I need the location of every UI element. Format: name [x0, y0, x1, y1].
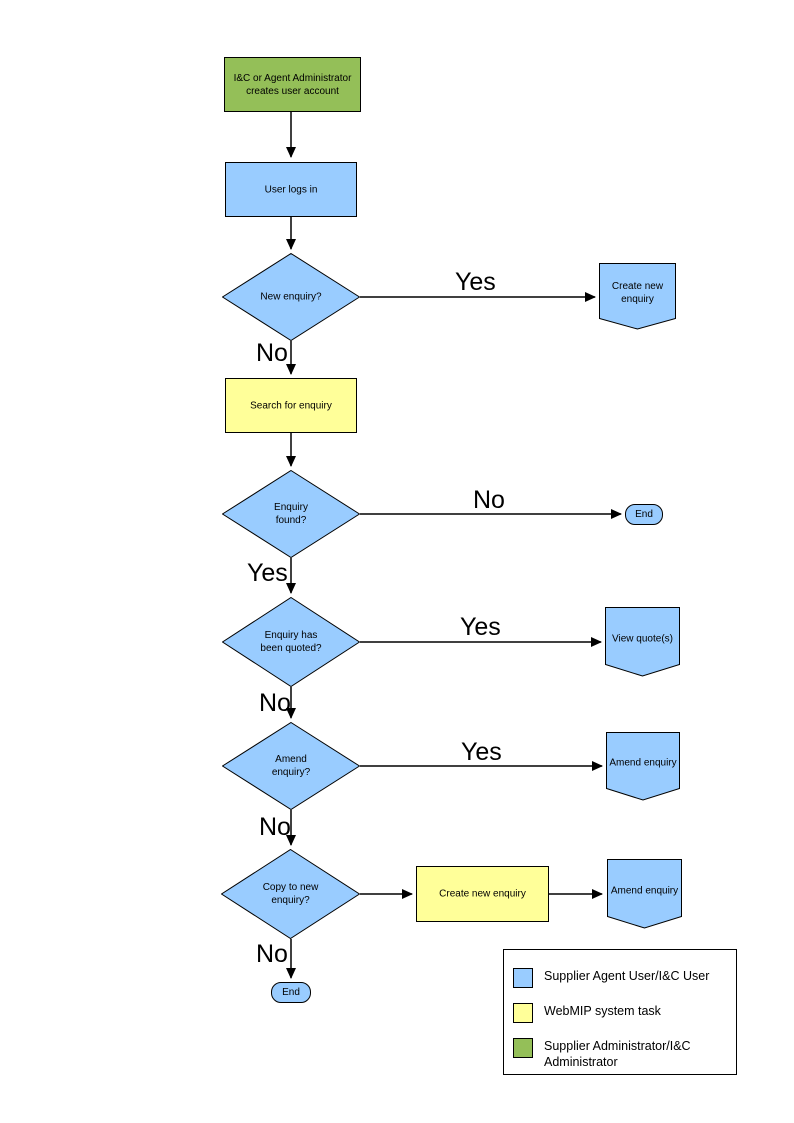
legend-swatch-blue	[513, 968, 533, 988]
diamond-shape	[222, 470, 360, 558]
node-create-new-enquiry-task: Create new enquiry	[416, 866, 549, 922]
node-label: Create new enquiry	[439, 888, 526, 900]
legend: Supplier Agent User/I&C User WebMIP syst…	[503, 949, 737, 1075]
edge-label-no-enquiry-found: No	[473, 486, 505, 514]
node-label: User logs in	[264, 184, 318, 195]
node-label: Amend enquiry	[610, 885, 679, 896]
node-end-1: End	[625, 504, 663, 525]
node-new-enquiry-decision: New enquiry?	[222, 253, 360, 341]
node-admin-creates-account: I&C or Agent Administrator creates user …	[224, 57, 361, 112]
node-label: I&C or Agent Administrator creates user …	[233, 72, 352, 97]
legend-label: Supplier Administrator/I&C Administrator	[544, 1039, 691, 1070]
node-label: Enquiry found?	[274, 502, 308, 526]
legend-swatch-green	[513, 1038, 533, 1058]
node-amend-enquiry-ref-1: Amend enquiry	[606, 732, 680, 801]
node-search-for-enquiry: Search for enquiry	[225, 378, 357, 433]
diamond-shape	[222, 253, 360, 341]
node-label: Amend enquiry?	[271, 754, 311, 778]
legend-item-user: Supplier Agent User/I&C User	[513, 968, 727, 988]
edge-label-yes-new-enquiry: Yes	[455, 268, 496, 296]
node-label: Amend enquiry	[609, 757, 677, 769]
node-amend-enquiry-ref-2: Amend enquiry	[607, 859, 682, 929]
node-label: Enquiry has been quoted?	[260, 630, 322, 654]
diamond-shape	[221, 849, 360, 939]
node-enquiry-found-decision: Enquiry found?	[222, 470, 360, 558]
offpage-shape	[606, 732, 680, 801]
edge-label-no-new-enquiry: No	[256, 339, 288, 367]
edge-label-no-copy: No	[256, 940, 288, 968]
diamond-shape	[222, 597, 360, 687]
node-label: View quote(s)	[612, 633, 673, 644]
legend-label: WebMIP system task	[544, 1004, 661, 1018]
node-create-new-enquiry-ref: Create new enquiry	[599, 263, 676, 330]
edge-label-no-amend: No	[259, 813, 291, 841]
offpage-shape	[605, 607, 680, 677]
edge-label-no-quoted: No	[259, 689, 291, 717]
node-label: End	[635, 509, 653, 520]
edge-label-yes-quoted: Yes	[460, 613, 501, 641]
node-label: End	[282, 987, 300, 998]
node-amend-enquiry-decision: Amend enquiry?	[222, 722, 360, 810]
node-view-quotes-ref: View quote(s)	[605, 607, 680, 677]
node-end-2: End	[271, 982, 311, 1003]
node-copy-to-new-decision: Copy to new enquiry?	[221, 849, 360, 939]
node-enquiry-quoted-decision: Enquiry has been quoted?	[222, 597, 360, 687]
node-label: Create new enquiry	[611, 281, 664, 306]
node-label: Search for enquiry	[250, 400, 332, 411]
legend-item-admin: Supplier Administrator/I&C Administrator	[513, 1038, 727, 1071]
node-label: New enquiry?	[260, 291, 322, 303]
edge-label-yes-amend: Yes	[461, 738, 502, 766]
legend-swatch-yellow	[513, 1003, 533, 1023]
node-user-logs-in: User logs in	[225, 162, 357, 217]
diamond-shape	[222, 722, 360, 810]
legend-label: Supplier Agent User/I&C User	[544, 969, 710, 983]
offpage-shape	[607, 859, 682, 929]
offpage-shape	[599, 263, 676, 330]
node-label: Copy to new enquiry?	[262, 882, 319, 906]
legend-item-system: WebMIP system task	[513, 1003, 727, 1023]
edge-label-yes-enquiry-found: Yes	[247, 559, 288, 587]
